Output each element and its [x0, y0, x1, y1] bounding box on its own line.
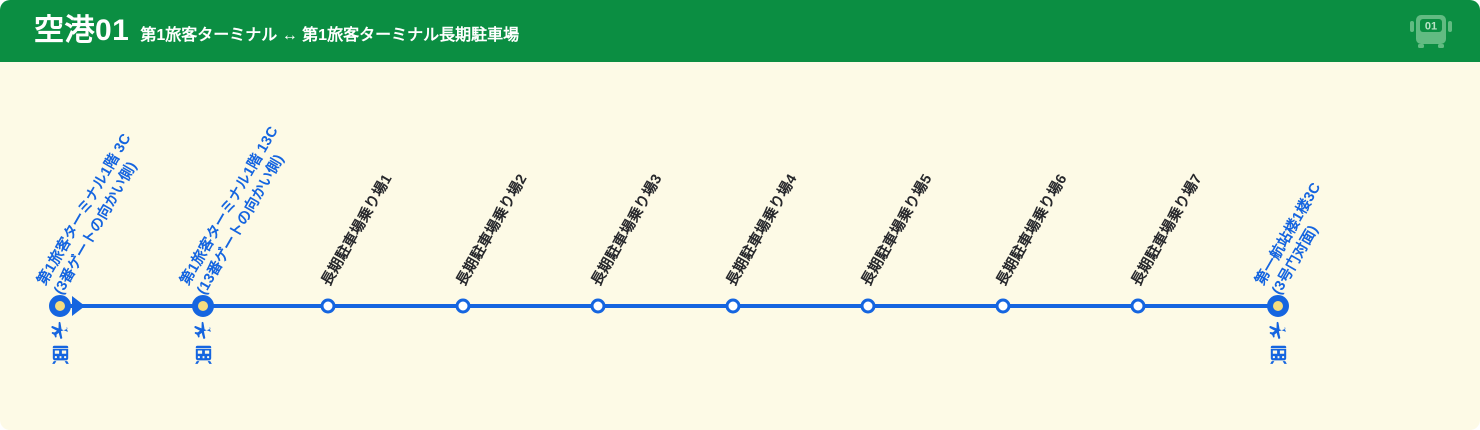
- terminal-marker-core: [1273, 301, 1283, 311]
- train-icon: [51, 345, 69, 364]
- terminal-station-marker[interactable]: [192, 295, 214, 317]
- stop-station-marker[interactable]: [995, 298, 1011, 314]
- stop-station-marker[interactable]: [320, 298, 336, 314]
- stop-station-marker[interactable]: [860, 298, 876, 314]
- route-subtitle: 第1旅客ターミナル ↔ 第1旅客ターミナル長期駐車場: [140, 27, 520, 44]
- train-icon: [1269, 345, 1287, 364]
- station-label: 長期駐車場乗り場4: [723, 172, 802, 290]
- station-label-line: 長期駐車場乗り場6: [993, 172, 1071, 290]
- airplane-icon: [1269, 321, 1286, 339]
- station-label: 長期駐車場乗り場5: [858, 172, 937, 290]
- route-header: 空港01 第1旅客ターミナル ↔ 第1旅客ターミナル長期駐車場 01: [0, 0, 1480, 62]
- stop-station-marker[interactable]: [455, 298, 471, 314]
- route-badge: 01: [1404, 8, 1458, 54]
- station-label-line: 長期駐車場乗り場5: [858, 172, 936, 290]
- station-label-line: 長期駐車場乗り場7: [1128, 172, 1206, 290]
- station-label-line: 長期駐車場乗り場2: [453, 172, 531, 290]
- station-label: 第1旅客ターミナル1階 3C(3番ゲートの向かい側): [34, 130, 152, 298]
- terminal-station-marker[interactable]: [49, 295, 71, 317]
- stop-station-marker[interactable]: [725, 298, 741, 314]
- terminal-marker-core: [55, 301, 65, 311]
- station-label-line: 長期駐車場乗り場1: [318, 172, 396, 290]
- station-label-line: 第1旅客ターミナル1階 13C: [177, 123, 282, 288]
- stop-station-marker[interactable]: [1130, 298, 1146, 314]
- station-label: 長期駐車場乗り場3: [588, 172, 667, 290]
- station-label: 第一航站楼1楼3C(3号门对面): [1252, 180, 1342, 298]
- station-transfer-icons: [49, 320, 71, 365]
- station-label: 長期駐車場乗り場6: [993, 172, 1072, 290]
- airplane-icon: [194, 321, 211, 339]
- terminal-marker-core: [198, 301, 208, 311]
- arrow-right-icon: [72, 296, 85, 316]
- route-header-text: 空港01 第1旅客ターミナル ↔ 第1旅客ターミナル長期駐車場: [34, 16, 1404, 46]
- route-diagram-body: 第1旅客ターミナル1階 3C(3番ゲートの向かい側)第1旅客ターミナル1階 13…: [0, 62, 1480, 430]
- airplane-icon: [51, 321, 68, 339]
- stop-station-marker[interactable]: [590, 298, 606, 314]
- station-label-line: 長期駐車場乗り場4: [723, 172, 801, 290]
- station-label: 第1旅客ターミナル1階 13C(13番ゲートの向かい側): [177, 123, 299, 298]
- terminal-station-marker[interactable]: [1267, 295, 1289, 317]
- station-transfer-icons: [192, 320, 214, 365]
- bus-icon: 01: [1410, 15, 1452, 48]
- train-icon: [194, 345, 212, 364]
- bus-badge-number: 01: [1425, 21, 1437, 33]
- station-label-line: 長期駐車場乗り場3: [588, 172, 666, 290]
- station-label: 長期駐車場乗り場7: [1128, 172, 1207, 290]
- station-transfer-icons: [1267, 320, 1289, 365]
- route-line: [60, 304, 1278, 308]
- station-label: 長期駐車場乗り場2: [453, 172, 532, 290]
- station-label: 長期駐車場乗り場1: [318, 172, 397, 290]
- route-number: 空港01: [34, 14, 130, 47]
